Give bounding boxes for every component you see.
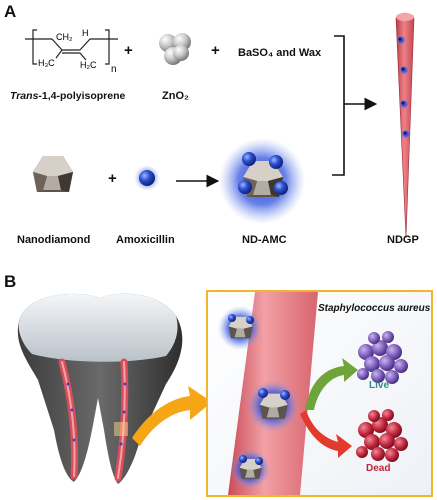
panel-letter-b: B [4,272,17,291]
zno2-label: ZnO₂ [162,90,189,102]
chem-n: n [111,64,117,75]
plus-sign-1: + [124,42,133,59]
live-bacteria-cluster-icon [357,331,408,384]
baso4-wax-label: BaSO₄ and Wax [238,47,322,59]
polyisoprene-rest: -1,4-polyisoprene [38,90,126,102]
zno2-particles-icon [159,33,191,65]
live-label: Live [369,380,390,391]
chem-h3c: H₃C [38,58,55,68]
dead-bacteria-cluster-icon [356,409,408,462]
zoom-panel [206,290,433,497]
polyisoprene-label: Trans-1,4-polyisoprene [10,90,125,102]
nd-amc-particle-icon [219,138,305,224]
panel-letter-a: A [4,2,17,21]
tooth-illustration [17,293,183,484]
polyisoprene-structure: CH₂ H H₃C H₂C n [25,28,118,75]
chem-h2c: H₂C [80,60,97,70]
ndgp-label: NDGP [387,234,419,246]
ndgp-cone-icon [395,12,415,239]
nd-amc-label: ND-AMC [242,234,287,246]
nanodiamond-label: Nanodiamond [17,234,91,246]
red-arrow-icon [300,410,352,458]
plus-sign-2: + [211,42,220,59]
merge-bracket-arrow [332,35,378,176]
chem-ch2: CH₂ [56,32,73,42]
bacteria-title: Staphylococcus aureus [318,303,431,314]
chem-h: H [82,28,89,38]
amoxicillin-sphere-icon [134,165,160,191]
nanodiamond-icon [33,156,73,192]
zoom-arrow-icon [132,386,212,446]
dead-label: Dead [366,463,391,474]
polyisoprene-italic: Trans [10,90,39,102]
plus-sign-3: + [108,170,117,187]
green-arrow-icon [305,358,358,410]
amoxicillin-label: Amoxicillin [116,234,175,246]
